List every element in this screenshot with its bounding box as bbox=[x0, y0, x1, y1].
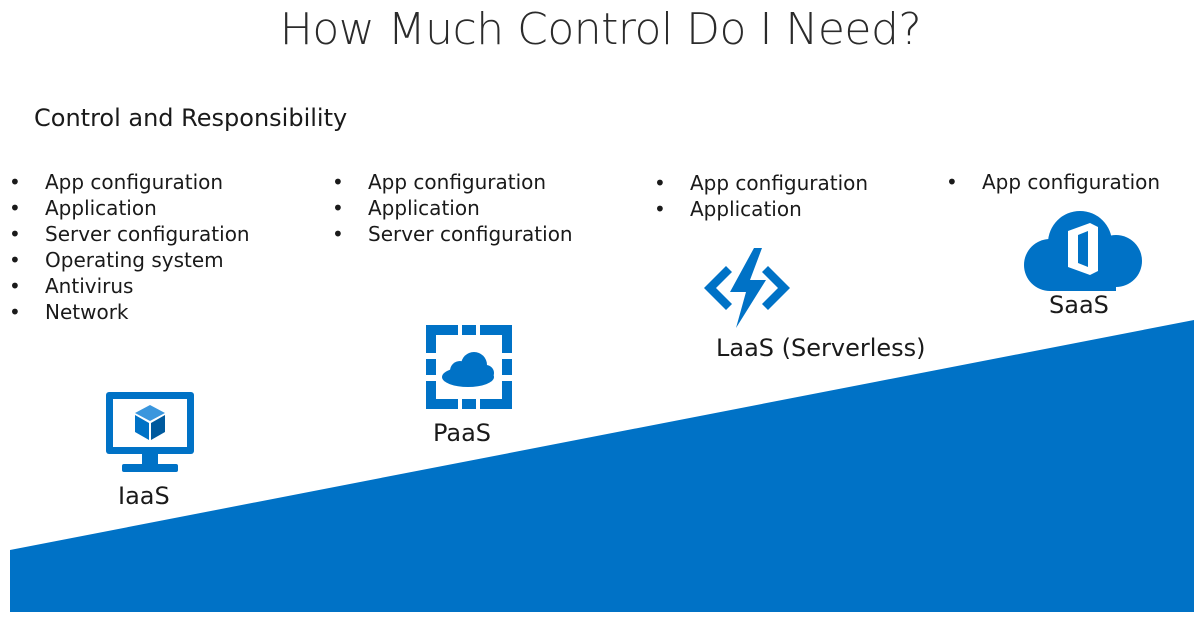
list-item: App configuration bbox=[654, 170, 868, 196]
lightning-brackets-icon bbox=[704, 248, 790, 328]
iaas-responsibility-list: App configuration Application Server con… bbox=[9, 169, 250, 325]
section-subtitle: Control and Responsibility bbox=[34, 104, 348, 132]
list-item: Antivirus bbox=[9, 273, 250, 299]
laas-responsibility-list: App configuration Application bbox=[654, 170, 868, 222]
iaas-label: IaaS bbox=[118, 482, 170, 510]
saas-responsibility-list: App configuration bbox=[946, 169, 1160, 195]
list-item: Application bbox=[9, 195, 250, 221]
laas-label: LaaS (Serverless) bbox=[716, 334, 926, 362]
paas-label: PaaS bbox=[433, 419, 492, 447]
list-item: Application bbox=[654, 196, 868, 222]
app-service-cloud-icon bbox=[426, 325, 512, 409]
page-title: How Much Control Do I Need? bbox=[279, 4, 922, 55]
list-item: Application bbox=[332, 195, 573, 221]
list-item: Network bbox=[9, 299, 250, 325]
virtual-machine-monitor-icon bbox=[106, 392, 194, 472]
list-item: App configuration bbox=[332, 169, 573, 195]
list-item: App configuration bbox=[9, 169, 250, 195]
saas-label: SaaS bbox=[1049, 291, 1109, 319]
office-cloud-icon bbox=[1024, 211, 1142, 291]
list-item: Operating system bbox=[9, 247, 250, 273]
paas-responsibility-list: App configuration Application Server con… bbox=[332, 169, 573, 247]
list-item: Server configuration bbox=[332, 221, 573, 247]
list-item: App configuration bbox=[946, 169, 1160, 195]
list-item: Server configuration bbox=[9, 221, 250, 247]
